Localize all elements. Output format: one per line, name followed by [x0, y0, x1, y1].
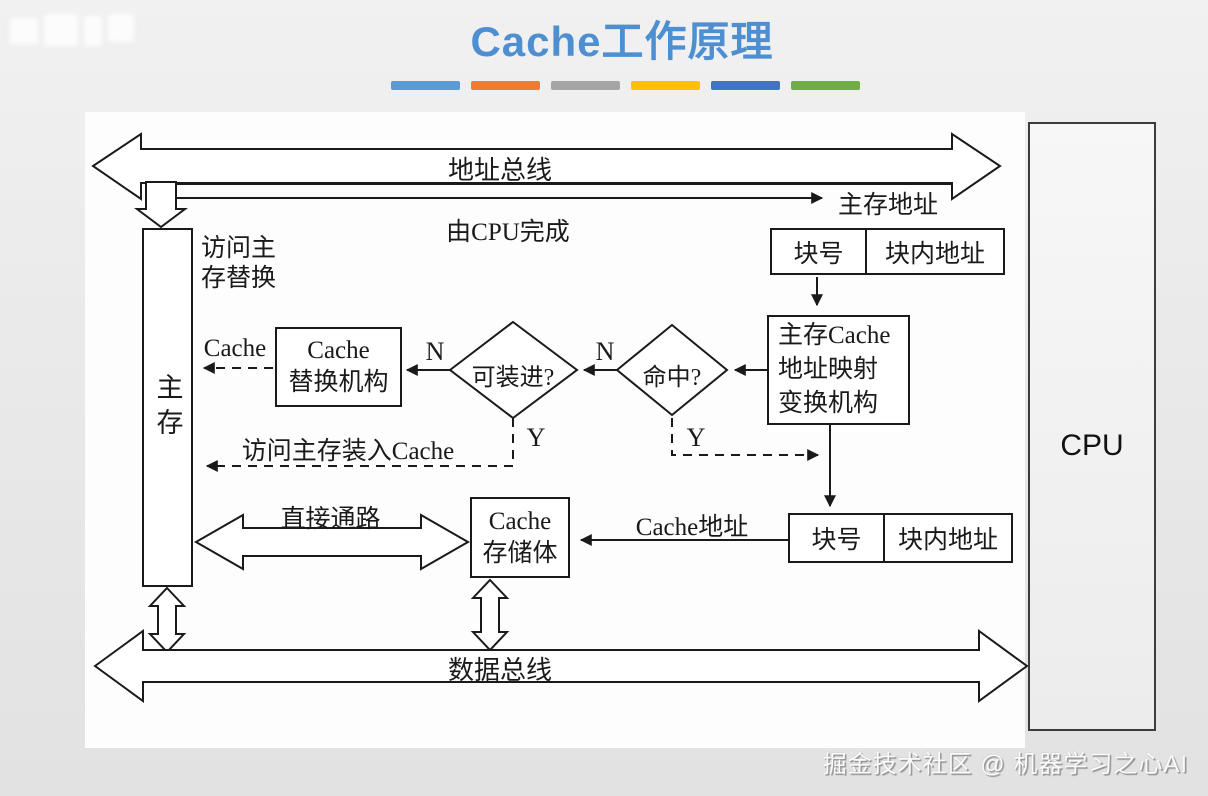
cache-store-line1: Cache	[488, 507, 552, 535]
load-into-cache-label: 访问主存装入Cache	[241, 438, 455, 465]
cache-store-box: Cache 存储体	[470, 497, 570, 578]
address-split-box-bottom: 块号 块内地址	[788, 513, 1013, 563]
cache-store-bus-arrow	[470, 578, 510, 652]
accent-bar	[471, 81, 540, 90]
block-offset-cell: 块内地址	[884, 240, 985, 268]
cpu-label: CPU	[1060, 429, 1124, 462]
block-offset-cell: 块内地址	[897, 527, 998, 554]
main-memory-address-label: 主存地址	[838, 192, 939, 219]
address-split-box-top: 块号 块内地址	[770, 228, 1005, 275]
block-number-cell: 块号	[772, 230, 867, 273]
mapping-box: 主存Cache 地址映射 变换机构	[767, 315, 910, 425]
cache-store-line2: 存储体	[482, 539, 558, 567]
direct-path-arrow	[193, 513, 471, 571]
cache-dashed-label: Cache	[203, 335, 267, 362]
main-memory-label: 主存	[152, 372, 183, 443]
accent-bar	[711, 81, 780, 90]
accent-bar	[791, 81, 860, 90]
direct-path-label: 直接通路	[280, 506, 381, 533]
main-memory-bus-arrow	[147, 586, 187, 654]
address-bus-label: 地址总线	[447, 156, 552, 185]
mapping-line3: 变换机构	[778, 390, 879, 417]
can-load-diamond	[448, 320, 579, 420]
cpu-box: CPU	[1028, 122, 1156, 731]
data-bus-arrow	[93, 629, 1029, 703]
canload-yes-label: Y	[526, 423, 546, 452]
load-into-cache-dashed-path	[205, 418, 514, 472]
watermark-bottom-right: 掘金技术社区 @ 机器学习之心AI	[822, 751, 1188, 778]
data-bus-label: 数据总线	[447, 656, 552, 685]
watermark-blur	[8, 8, 138, 56]
done-by-cpu-label: 由CPU完成	[446, 219, 570, 246]
cache-replace-box: Cache 替换机构	[275, 327, 402, 407]
accent-bar	[631, 81, 700, 90]
block-number-cell: 块号	[790, 515, 885, 561]
cache-replace-line2: 替换机构	[288, 369, 389, 396]
hit-label: 命中?	[642, 365, 702, 391]
page-title: Cache工作原理	[470, 18, 774, 65]
cache-address-label: Cache地址	[635, 514, 749, 541]
hit-no-label: N	[595, 337, 615, 366]
mapping-line2: 地址映射	[778, 356, 879, 383]
can-load-label: 可装进?	[471, 365, 555, 391]
cache-replace-line1: Cache	[307, 337, 370, 364]
accent-bar	[391, 81, 460, 90]
canload-no-label: N	[425, 337, 445, 366]
hit-yes-dashed-path	[671, 418, 820, 461]
title-underline-bars	[391, 81, 860, 90]
main-memory-box: 主存	[142, 228, 193, 587]
accent-bar	[551, 81, 620, 90]
diagram-panel	[85, 112, 1025, 748]
mapping-line1: 主存Cache	[778, 322, 891, 349]
address-tap-down-arrow	[134, 181, 188, 229]
hit-diamond	[615, 323, 729, 417]
hit-yes-label: Y	[686, 423, 706, 452]
access-main-replace-label: 访问主存替换	[201, 235, 277, 292]
address-bus-arrow	[91, 132, 1002, 201]
